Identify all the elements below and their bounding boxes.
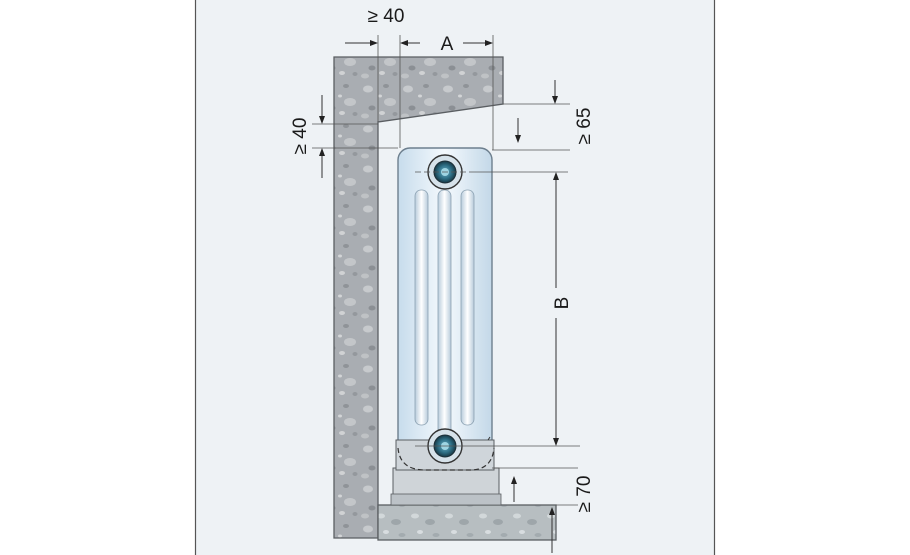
- arrowhead: [553, 438, 559, 446]
- radiator-icon: [397, 147, 493, 469]
- arrowhead: [549, 507, 555, 515]
- arrowhead: [552, 96, 558, 104]
- arrowhead: [553, 172, 559, 180]
- arrowhead: [319, 116, 325, 124]
- top-gap-label: ≥ 40: [290, 118, 311, 155]
- axis-distance-label: B: [552, 297, 573, 310]
- floor-gap-label: ≥ 70: [574, 476, 595, 513]
- floor-slab: [377, 504, 557, 541]
- shelf-gap-label: ≥ 65: [574, 108, 595, 145]
- radiator-foot-base: [390, 493, 502, 506]
- bracket-tick: [487, 436, 491, 441]
- arrowhead: [400, 40, 408, 46]
- arrowhead: [319, 148, 325, 156]
- arrowhead: [370, 40, 378, 46]
- arrowhead: [485, 40, 493, 46]
- arrowhead: [515, 135, 521, 143]
- pipe-connector-icon: [427, 154, 463, 190]
- depth-label: A: [441, 34, 454, 55]
- bracket-dashed-outline: [397, 447, 495, 471]
- arrowhead: [511, 476, 517, 484]
- wall-gap-label: ≥ 40: [368, 6, 405, 27]
